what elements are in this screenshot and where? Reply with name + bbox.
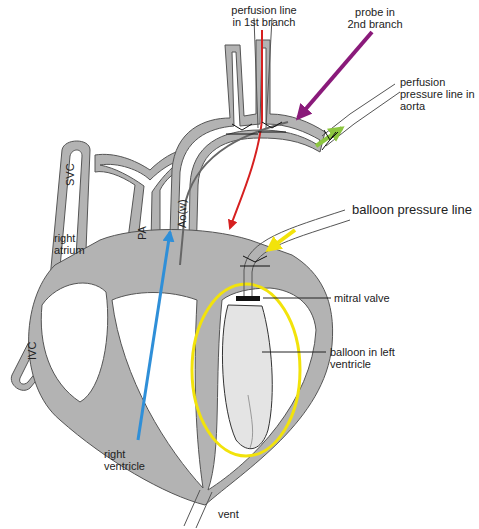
vessel-label: IVC <box>26 342 38 360</box>
heart-body <box>29 230 333 506</box>
line-label: perfusion pressure line in aorta <box>400 76 476 112</box>
part-label: balloon in left ventricle <box>330 346 406 370</box>
part-label: mitral valve <box>334 292 390 304</box>
line-label: balloon pressure line <box>352 202 472 217</box>
probe-label: probe in 2nd branch <box>346 6 404 30</box>
part-label: vent <box>218 508 239 520</box>
vessel-label: PA <box>136 226 148 240</box>
lines-and-probes <box>138 18 400 528</box>
chamber-label: right ventricle <box>104 448 164 472</box>
vessel-label: Ao(w) <box>176 199 188 228</box>
chamber-label: right atrium <box>54 232 96 256</box>
line-label: perfusion line in 1st branch <box>226 4 302 28</box>
vessel-label: SVC <box>64 163 76 186</box>
